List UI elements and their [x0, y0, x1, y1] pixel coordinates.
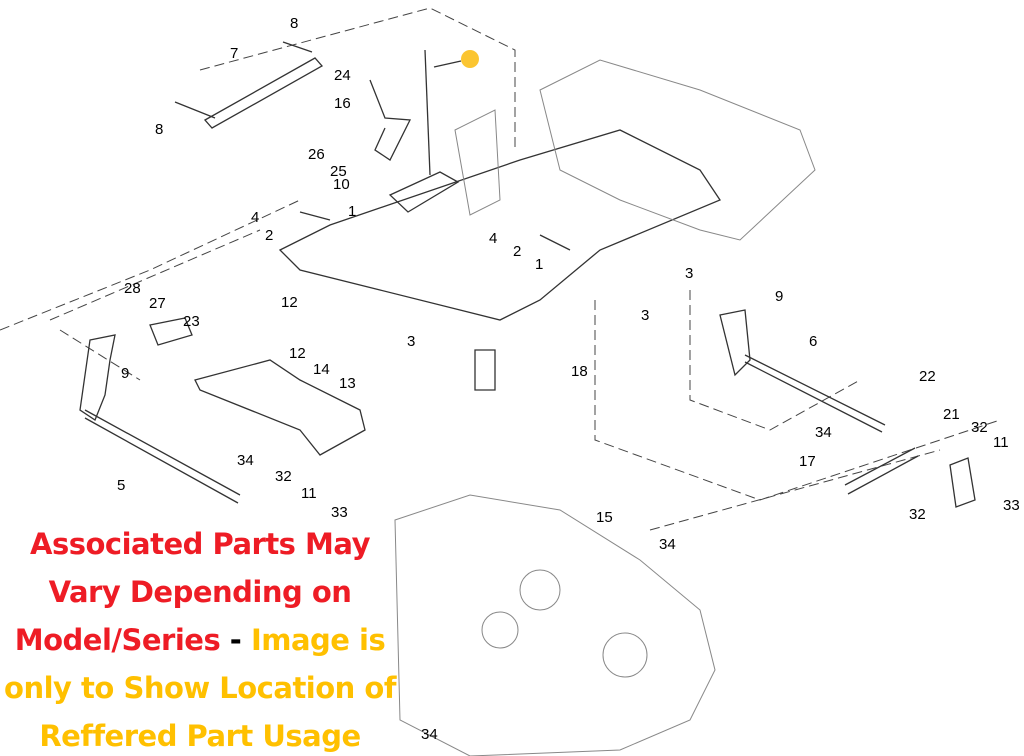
- callout: 17: [799, 453, 816, 470]
- callout: 5: [117, 477, 125, 494]
- callout: 8: [290, 15, 298, 32]
- callout: 26: [308, 146, 325, 163]
- link-plate-12: [194, 359, 366, 456]
- lever-7: [203, 57, 324, 129]
- callout: 34: [659, 536, 676, 553]
- leader-line: [433, 60, 462, 68]
- callout: 22: [919, 368, 936, 385]
- frame-leg: [474, 349, 496, 391]
- callout: 1: [348, 203, 356, 220]
- callout: 28: [124, 280, 141, 297]
- frame-rear: [539, 59, 816, 241]
- deck-spindle-hole: [481, 611, 519, 649]
- callout: 9: [775, 288, 783, 305]
- callout: 11: [993, 434, 1009, 451]
- callout: 25: [330, 163, 347, 180]
- callout: 32: [275, 468, 292, 485]
- callout: 23: [183, 313, 200, 330]
- callout: 6: [809, 333, 817, 350]
- callout: 3: [641, 307, 649, 324]
- callout: 12: [281, 294, 298, 311]
- group-outline-left: [0, 199, 301, 331]
- callout: 4: [251, 209, 259, 226]
- callout: 34: [815, 424, 832, 441]
- callout: 33: [331, 504, 348, 521]
- pins-8: [174, 41, 313, 119]
- callout: 2: [513, 243, 521, 260]
- group-outline-lower: [649, 449, 941, 531]
- mower-deck: [394, 494, 716, 756]
- callout: 32: [971, 419, 988, 436]
- callout: 33: [1003, 497, 1020, 514]
- disclaimer-red-text: Associated Parts May Vary Depending on M…: [14, 527, 371, 657]
- callout: 2: [265, 227, 273, 244]
- rod-19: [424, 49, 431, 176]
- callout: 12: [289, 345, 306, 362]
- disclaimer-separator: -: [220, 623, 251, 657]
- callout: 3: [407, 333, 415, 350]
- highlight-marker: [461, 50, 479, 68]
- callout: 13: [339, 375, 356, 392]
- callout: 7: [230, 45, 238, 62]
- callout: 34: [421, 726, 438, 743]
- deck-spindle-hole: [519, 569, 561, 611]
- callout: 4: [489, 230, 497, 247]
- rod-5: [84, 409, 241, 504]
- rod-6: [744, 354, 886, 433]
- callout: 14: [313, 361, 330, 378]
- frame-upright: [454, 109, 501, 216]
- disclaimer-notice: Associated Parts May Vary Depending on M…: [0, 520, 400, 756]
- group-outline-right2: [689, 290, 861, 431]
- bolts-1-2-4: [299, 211, 571, 251]
- lever-16: [369, 79, 412, 161]
- plate-10: [388, 171, 460, 213]
- callout: 34: [237, 452, 254, 469]
- callout: 18: [571, 363, 588, 380]
- callout: 24: [334, 67, 351, 84]
- callout: 10: [333, 176, 350, 193]
- callout: 3: [685, 265, 693, 282]
- group-outline-top: [199, 7, 516, 150]
- callout: 27: [149, 295, 166, 312]
- group-outline-right: [594, 300, 1001, 501]
- bushing-23: [149, 317, 193, 346]
- callout: 8: [155, 121, 163, 138]
- callout: 11: [301, 485, 317, 502]
- disclaimer-yellow-text: Image is only to Show Location of Reffer…: [4, 623, 396, 753]
- callout: 9: [121, 365, 129, 382]
- callout-labels: 8 7 24 16 8 26 25 10 4 1 2 4 2 1 3 12 28…: [117, 15, 1020, 743]
- callout: 16: [334, 95, 351, 112]
- spring-17: [844, 447, 919, 495]
- bracket-left: [79, 334, 116, 421]
- callout: 21: [943, 406, 960, 423]
- bracket-right: [719, 309, 751, 377]
- callout: 32: [909, 506, 926, 523]
- deck-spindle-hole: [602, 632, 648, 678]
- group-outline-inner: [49, 229, 261, 381]
- callout: 15: [596, 509, 613, 526]
- callout: 1: [535, 256, 543, 273]
- link-11: [949, 457, 976, 508]
- mower-frame: [278, 129, 721, 321]
